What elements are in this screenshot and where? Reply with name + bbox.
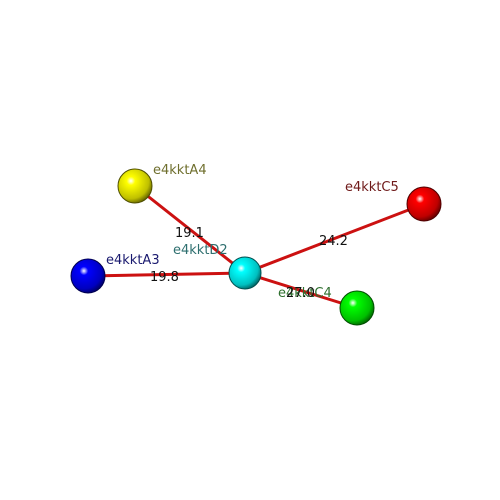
node-label-a4: e4kktA4 (153, 163, 207, 178)
node-a4[interactable] (117, 168, 153, 204)
node-a3[interactable] (70, 258, 106, 294)
edge-d2-a3 (86, 271, 247, 278)
edge-label-d2-c5: 24.2 (319, 234, 348, 249)
edge-d2-a4 (133, 184, 247, 275)
nodes-layer (70, 168, 442, 326)
edge-d2-c5 (243, 202, 426, 275)
node-label-c4: e4kktC4 (278, 286, 332, 301)
edge-label-d2-c4: 27.0 (286, 286, 315, 301)
edge-label-d2-a3: 19.8 (150, 270, 179, 285)
node-c4[interactable] (339, 290, 375, 326)
node-d2[interactable] (228, 256, 262, 290)
node-c5[interactable] (406, 186, 442, 222)
edge-d2-c4 (243, 271, 359, 310)
edge-label-d2-a4: 19.1 (175, 226, 204, 241)
labels-layer: e4kktA4 e4kktA3 e4kktC5 e4kktD2 e4kktC4 … (106, 163, 399, 301)
node-label-d2: e4kktD2 (173, 243, 228, 258)
edges-layer (86, 184, 426, 310)
node-label-c5: e4kktC5 (345, 180, 399, 195)
node-label-a3: e4kktA3 (106, 253, 160, 268)
